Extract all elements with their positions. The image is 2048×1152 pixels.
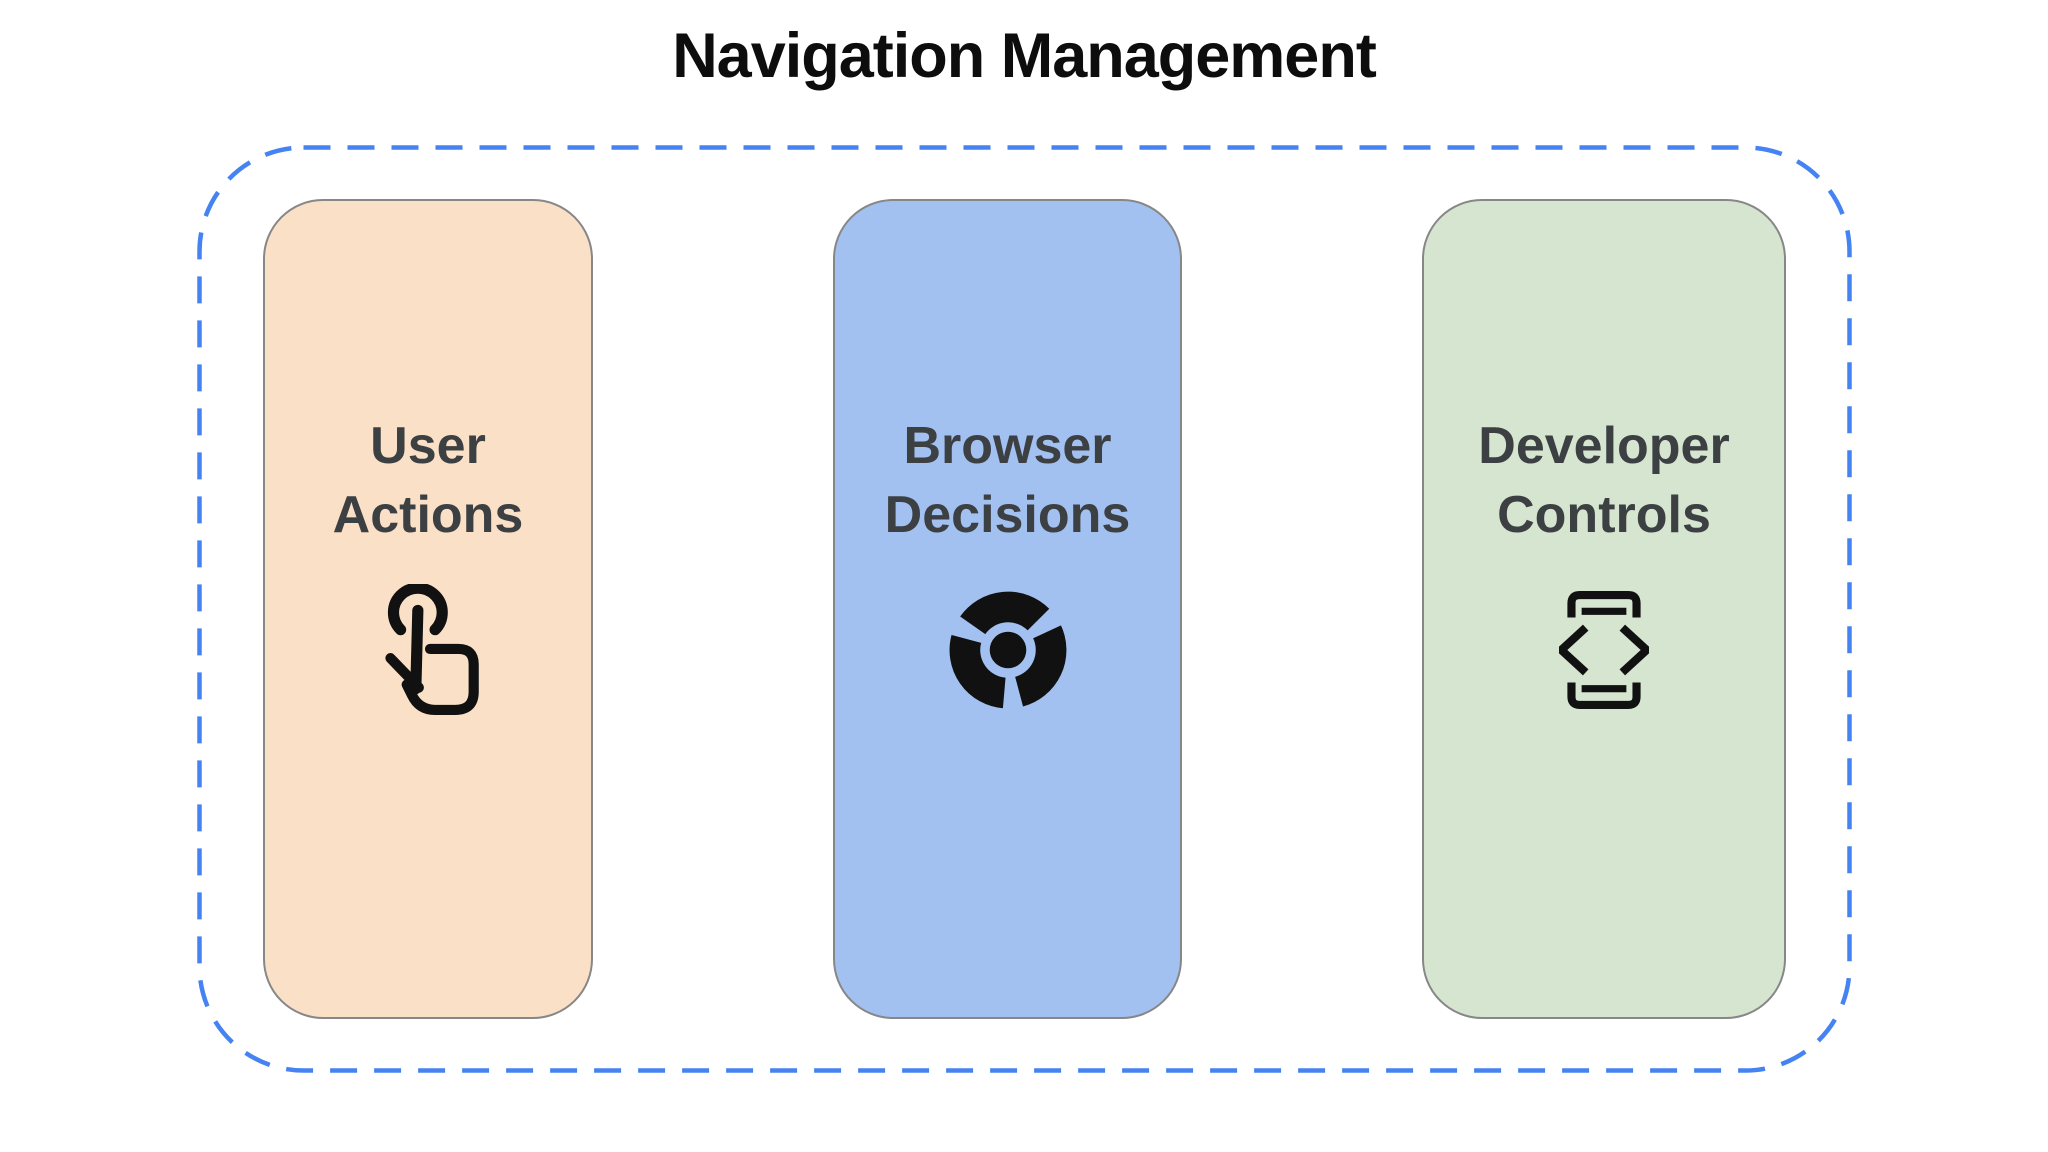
card-developer-controls: Developer Controls bbox=[1422, 199, 1786, 1019]
dashed-border-rect bbox=[197, 145, 1852, 1073]
card-user-actions: User Actions bbox=[263, 199, 593, 1019]
card-browser-decisions: Browser Decisions bbox=[833, 199, 1182, 1019]
card-label: User Actions bbox=[332, 417, 524, 544]
diagram-container: User Actions Browser Decisions Developer… bbox=[197, 145, 1852, 1073]
tap-gesture-icon bbox=[377, 583, 479, 716]
chrome-browser-icon bbox=[949, 584, 1067, 716]
card-label: Developer Controls bbox=[1478, 417, 1730, 544]
developer-mode-icon bbox=[1559, 584, 1649, 716]
card-label: Browser Decisions bbox=[884, 417, 1131, 544]
dashed-border bbox=[197, 145, 1852, 1073]
page-title: Navigation Management bbox=[672, 21, 1377, 91]
